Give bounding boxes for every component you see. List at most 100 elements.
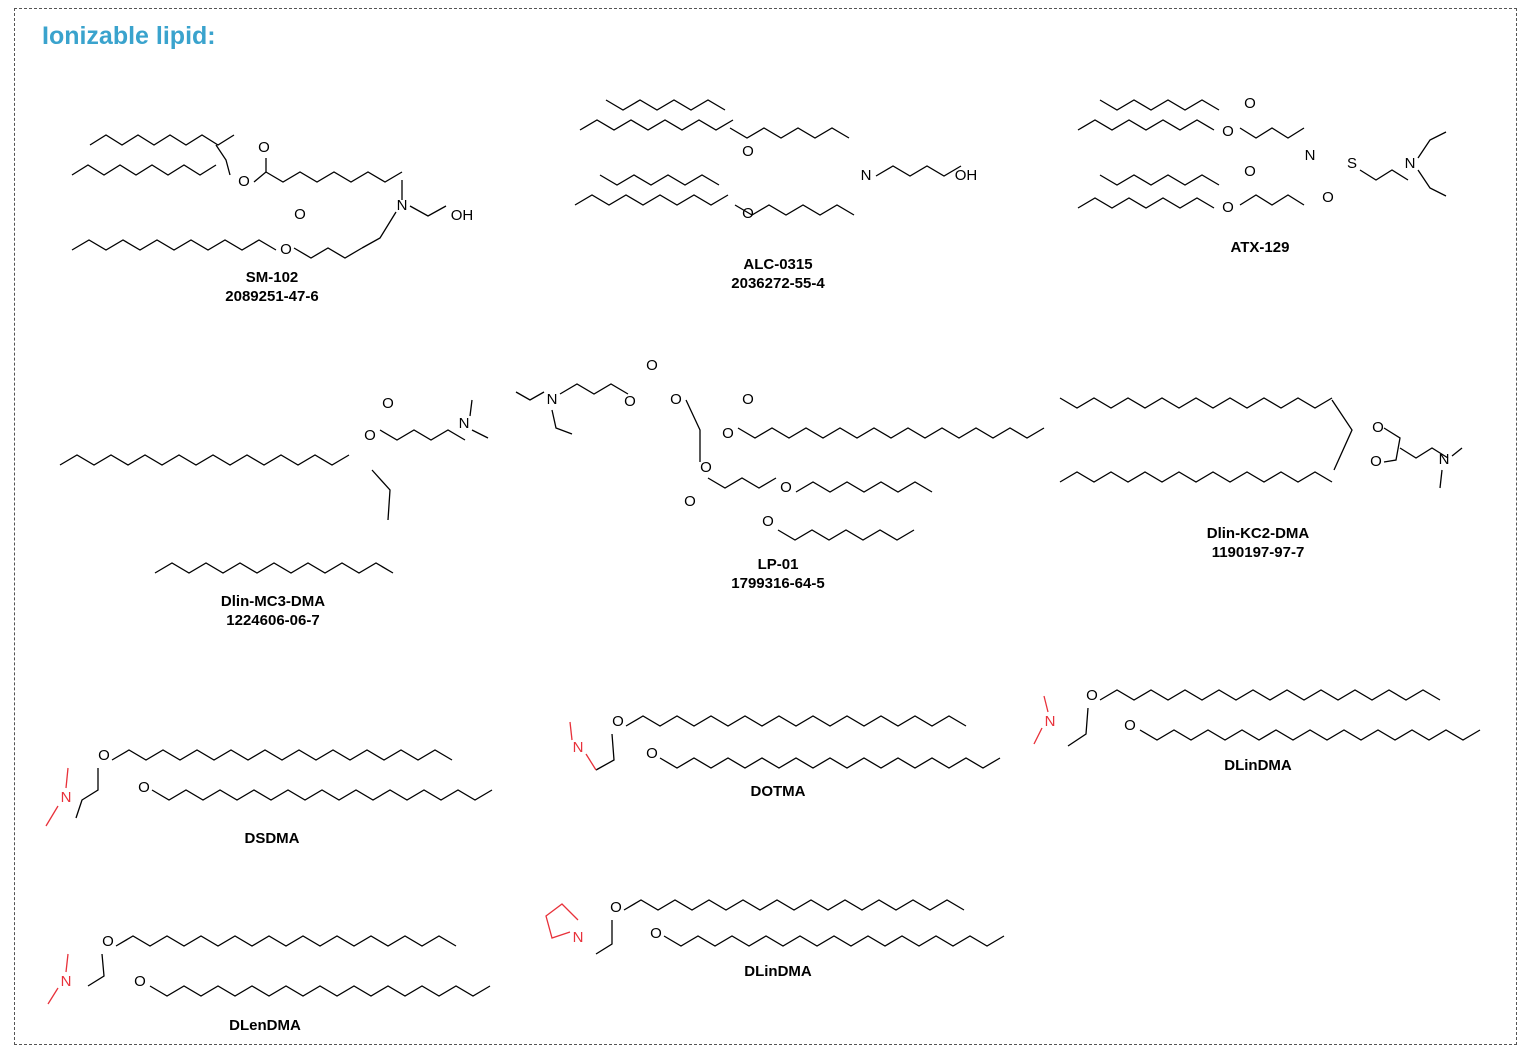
bond xyxy=(361,211,397,249)
bond xyxy=(253,158,267,183)
atom-label: N xyxy=(61,789,72,806)
dotma-tail-1 xyxy=(625,715,967,727)
compound-name: Dlin-MC3-DMA xyxy=(220,593,326,610)
compound-cas: 1190197-97-7 xyxy=(1211,544,1305,561)
alc-linker-2 xyxy=(734,204,855,216)
bond xyxy=(1331,399,1353,471)
dlindma2-tail-2 xyxy=(663,935,1005,947)
compound-cas: 1799316-64-5 xyxy=(731,575,825,592)
bond xyxy=(585,753,597,771)
atom-label: O xyxy=(294,206,306,223)
sm102-linker-1 xyxy=(265,171,403,183)
bond xyxy=(1033,727,1043,745)
bond xyxy=(45,805,59,827)
section-title: Ionizable lipid: xyxy=(42,22,216,50)
atom-label: O xyxy=(762,513,774,530)
compound-label-atx129: ATX-129 xyxy=(1130,238,1390,257)
atom-label: O xyxy=(238,173,250,190)
atom-label: O xyxy=(258,139,270,156)
compound-cas: 2089251-47-6 xyxy=(225,288,319,305)
kc2-linker xyxy=(1399,447,1449,459)
compound-label-dsdma: DSDMA xyxy=(142,829,402,848)
atom-label: O xyxy=(646,745,658,762)
bond xyxy=(1417,169,1447,197)
atom-label: O xyxy=(134,973,146,990)
atom-label: O xyxy=(722,425,734,442)
atx-linker-3 xyxy=(1359,169,1409,181)
alc-hydroxy-chain xyxy=(875,165,962,177)
dlendma-tail-2 xyxy=(149,985,491,997)
bond xyxy=(1383,427,1401,463)
alc-tail-1 xyxy=(605,99,726,111)
bond xyxy=(545,903,579,939)
atom-label: O xyxy=(650,925,662,942)
bond xyxy=(1417,131,1447,159)
atom-label: O xyxy=(364,427,376,444)
atom-label: O xyxy=(280,241,292,258)
atx-linker-2 xyxy=(1239,194,1305,206)
bond xyxy=(685,399,701,462)
bond xyxy=(595,733,615,771)
compound-name: DSDMA xyxy=(244,830,300,847)
bond xyxy=(1067,707,1089,747)
lp01-tail-3 xyxy=(777,529,915,541)
atom-label: O xyxy=(138,779,150,796)
mc3-tail-2 xyxy=(154,562,394,574)
atom-label: O xyxy=(1322,189,1334,206)
dotma-tail-2 xyxy=(659,757,1001,769)
atom-label: O xyxy=(1244,95,1256,112)
bond xyxy=(215,144,231,176)
compound-name: ALC-0315 xyxy=(743,256,813,273)
compound-name: LP-01 xyxy=(757,556,799,573)
atom-label: N xyxy=(1305,147,1316,164)
dlendma-tail-1 xyxy=(115,935,457,947)
atom-label: N xyxy=(861,167,872,184)
bond xyxy=(47,987,59,1005)
atom-label: O xyxy=(98,747,110,764)
compound-name: DOTMA xyxy=(750,783,806,800)
atom-label: O xyxy=(624,393,636,410)
compound-label-alc0315: ALC-0315 2036272-55-4 xyxy=(648,255,908,293)
atx-tail-1 xyxy=(1099,99,1220,111)
alc-linker-1 xyxy=(729,127,850,139)
atom-label: N xyxy=(1045,713,1056,730)
lp01-tail-1 xyxy=(737,427,1045,439)
compound-name: DLinDMA xyxy=(1224,757,1292,774)
bond xyxy=(471,429,489,439)
atom-label: O xyxy=(742,205,754,222)
atom-label: N xyxy=(547,391,558,408)
atom-label: N xyxy=(573,739,584,756)
atom-label: O xyxy=(1244,163,1256,180)
atom-label: O xyxy=(742,143,754,160)
dlindma-tail-2 xyxy=(1139,729,1481,741)
atom-label: O xyxy=(1370,453,1382,470)
lp01-tail-2 xyxy=(795,481,933,493)
atom-label: OH xyxy=(955,167,978,184)
atom-label: N xyxy=(1439,451,1450,468)
compound-name: ATX-129 xyxy=(1230,239,1290,256)
compound-cas: 1224606-06-7 xyxy=(226,612,320,629)
mc3-tail-1 xyxy=(59,454,350,466)
bond xyxy=(65,767,69,789)
bond xyxy=(1043,695,1049,713)
compound-label-sm102: SM-102 2089251-47-6 xyxy=(142,268,402,306)
dashed-frame xyxy=(14,8,1517,1045)
atom-label: N xyxy=(1405,155,1416,172)
dlindma2-tail-1 xyxy=(623,899,965,911)
compound-cas: 2036272-55-4 xyxy=(731,275,825,292)
bond xyxy=(551,409,573,435)
mc3-linker xyxy=(379,429,466,441)
atx-linker-1 xyxy=(1239,127,1305,139)
dsdma-tail-2 xyxy=(151,789,493,801)
atom-label: O xyxy=(1124,717,1136,734)
atom-label: O xyxy=(610,899,622,916)
atom-label: OH xyxy=(451,207,474,224)
dsdma-tail-1 xyxy=(111,749,453,761)
alc-tail-4 xyxy=(574,194,729,206)
compound-label-dlindma-1: DLinDMA xyxy=(1128,756,1388,775)
bond xyxy=(371,469,391,521)
sm102-tail-2 xyxy=(71,164,217,176)
compound-label-dlindma-2: DLinDMA xyxy=(648,962,908,981)
alc-tail-2 xyxy=(579,119,734,131)
bond xyxy=(87,953,105,987)
